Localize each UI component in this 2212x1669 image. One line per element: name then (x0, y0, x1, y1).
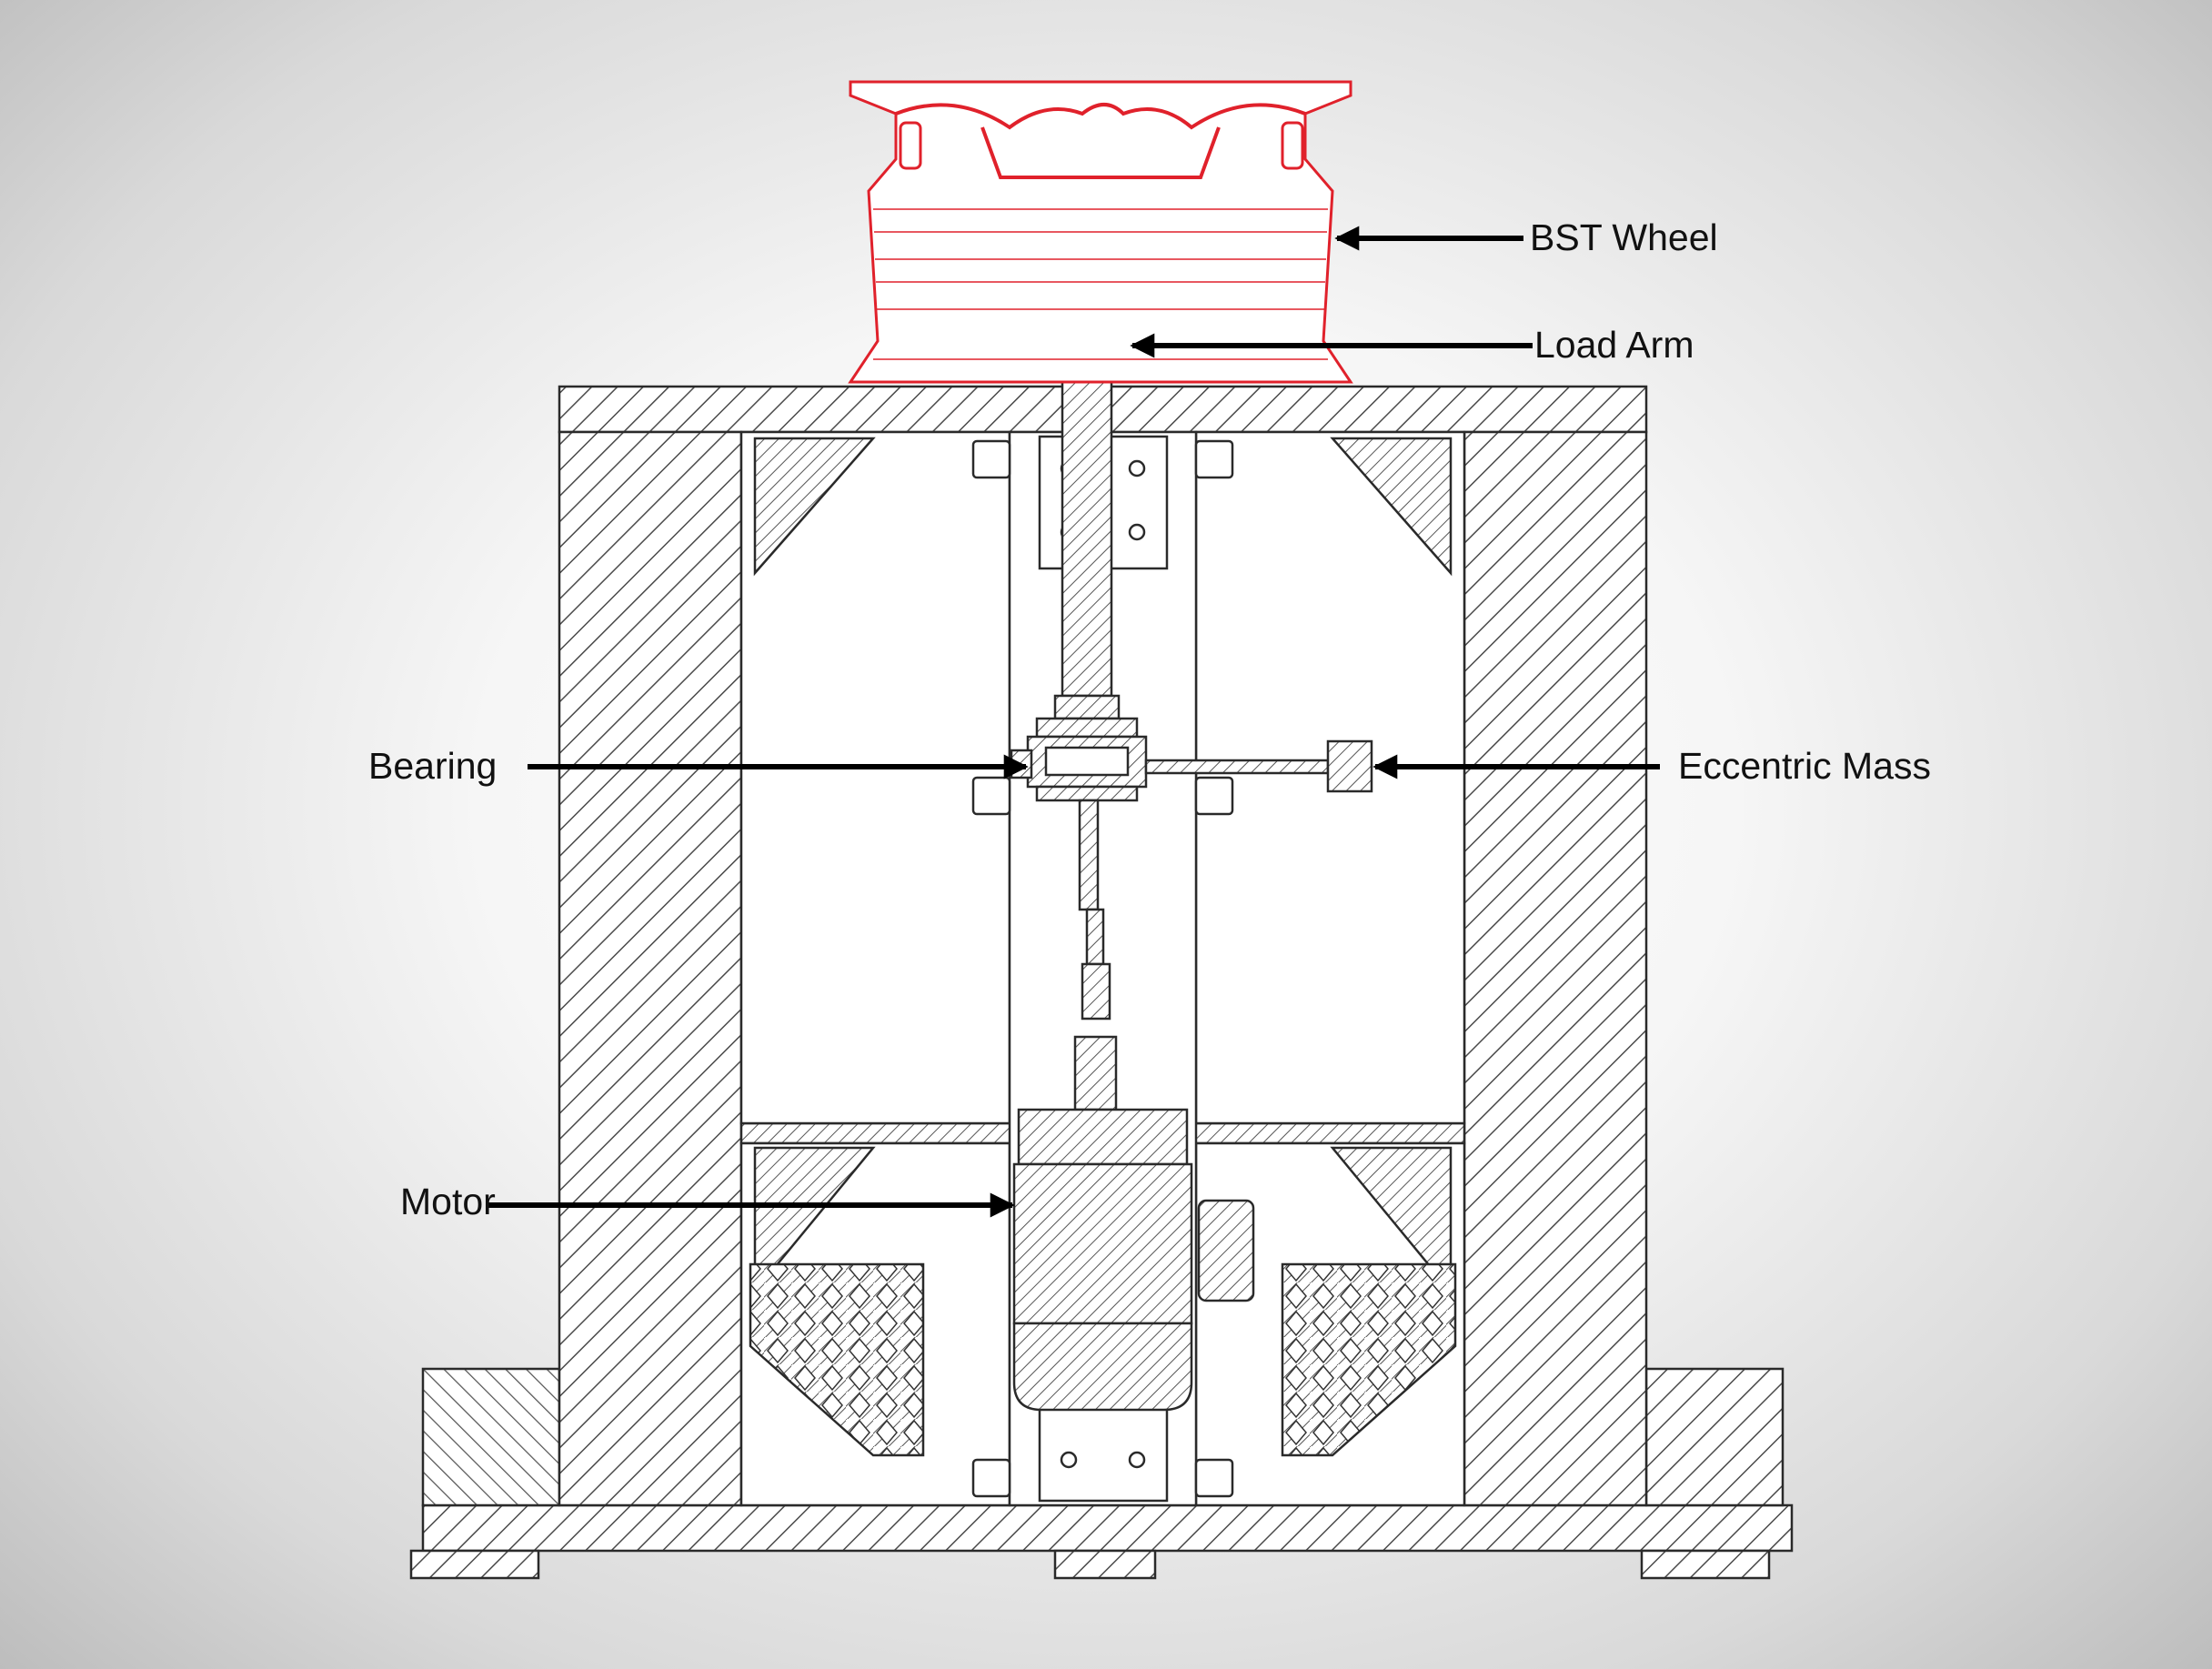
bolt (1128, 523, 1146, 541)
label-eccentric-mass: Eccentric Mass (1678, 745, 1931, 787)
frame-right-wall (1463, 430, 1648, 1507)
label-bst-wheel: BST Wheel (1530, 216, 1718, 258)
upper-cavity-left (739, 430, 1011, 1125)
motor-terminal-box (1197, 1199, 1255, 1302)
vent-grille-left (749, 1262, 925, 1457)
brace-mid-left (753, 1146, 876, 1295)
vent-grille-right (1281, 1262, 1457, 1457)
motor-endcap (1012, 1322, 1193, 1412)
foot-center (1053, 1549, 1157, 1580)
base-plate (421, 1503, 1794, 1553)
base-gusset-right (1644, 1367, 1785, 1507)
bearing-housing (1035, 717, 1139, 739)
guide-bracket-bottom (1038, 1399, 1169, 1503)
wheel-hub (980, 126, 1221, 179)
bolt (1128, 1451, 1146, 1469)
brace-mid-right (1330, 1146, 1453, 1295)
eccentric-mass (1326, 739, 1373, 793)
motor-body (1012, 1162, 1193, 1325)
wheel-spoke-boss-left (899, 121, 922, 170)
wheel-spokes (895, 103, 1306, 130)
clip (1194, 439, 1234, 479)
load-arm-collar (1053, 694, 1121, 720)
bolt (1128, 459, 1146, 478)
base-gusset-left (421, 1367, 561, 1507)
label-bearing: Bearing (368, 745, 497, 787)
clip (971, 439, 1011, 479)
coupling (1081, 962, 1111, 1021)
clip (1194, 776, 1234, 816)
brace-top-left (753, 437, 876, 577)
drive-shaft-upper (1078, 799, 1100, 911)
frame-left-wall (558, 430, 743, 1507)
drive-shaft-lower (1085, 908, 1105, 966)
bearing-base (1035, 785, 1139, 802)
bearing-bore (1044, 746, 1130, 777)
wheel-spoke-boss-right (1281, 121, 1304, 170)
eccentric-arm (1144, 759, 1330, 775)
label-load-arm: Load Arm (1534, 324, 1694, 366)
label-motor: Motor (400, 1181, 496, 1222)
motor-mount (1017, 1108, 1189, 1166)
brace-top-right (1330, 437, 1453, 577)
bst-wheel (848, 80, 1353, 384)
motor-coupling (1073, 1035, 1118, 1111)
bolt (1060, 1451, 1078, 1469)
clip (1194, 1458, 1234, 1498)
clip (971, 1458, 1011, 1498)
foot-right (1640, 1549, 1771, 1580)
wheel-bands (873, 208, 1328, 360)
clip (971, 776, 1011, 816)
foot-left (409, 1549, 540, 1580)
load-arm-shaft (1061, 321, 1113, 698)
